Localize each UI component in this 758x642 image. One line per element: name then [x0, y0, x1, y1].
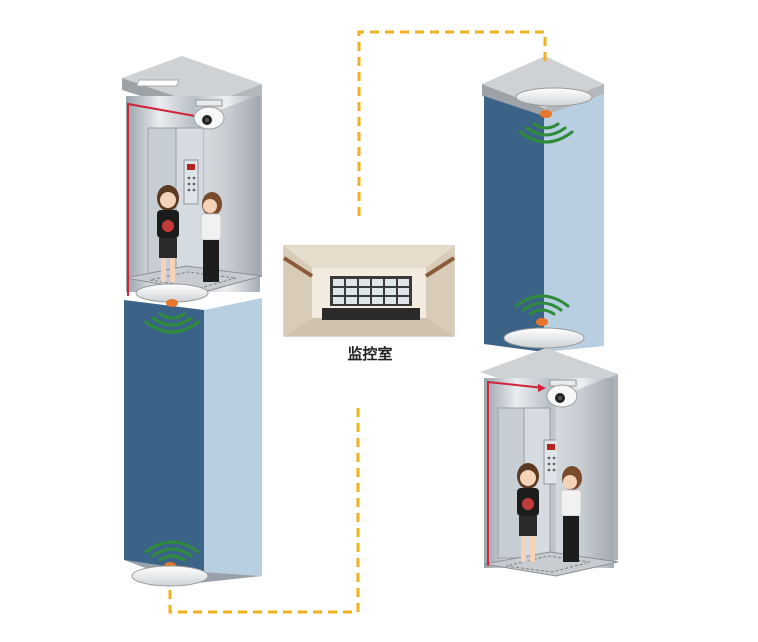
wireless-signal-icon	[514, 294, 570, 316]
elevator-control-panel	[183, 159, 199, 205]
camera-cable-right	[487, 380, 545, 566]
wireless-bridge-unit-top-left	[135, 283, 209, 307]
shaft-ceiling	[122, 56, 262, 106]
passengers-right	[517, 463, 582, 562]
camera-icon	[193, 99, 225, 130]
left-elevator-shaft	[122, 56, 263, 584]
wireless-bridge-unit-bottom-left	[131, 562, 209, 587]
shaft-wall-dark	[484, 96, 544, 352]
passengers-left	[157, 185, 222, 282]
monitor-wall	[282, 245, 456, 337]
shaft-wall-dark	[124, 300, 204, 572]
monitoring-room-label: 监控室	[347, 345, 393, 363]
wireless-bridge-unit-cabin-right	[503, 318, 585, 349]
shaft-wall-light	[204, 298, 262, 576]
camera-cable-left	[127, 102, 207, 296]
wireless-signal-icon	[144, 312, 200, 334]
wireless-signal-icon	[144, 540, 200, 562]
wireless-bridge-unit-top-right	[515, 87, 593, 118]
wireless-signal-icon	[518, 122, 574, 144]
network-cable-top	[357, 30, 547, 216]
shaft-wall-light	[544, 94, 604, 352]
right-elevator-shaft	[480, 56, 619, 577]
camera-icon	[546, 379, 578, 408]
